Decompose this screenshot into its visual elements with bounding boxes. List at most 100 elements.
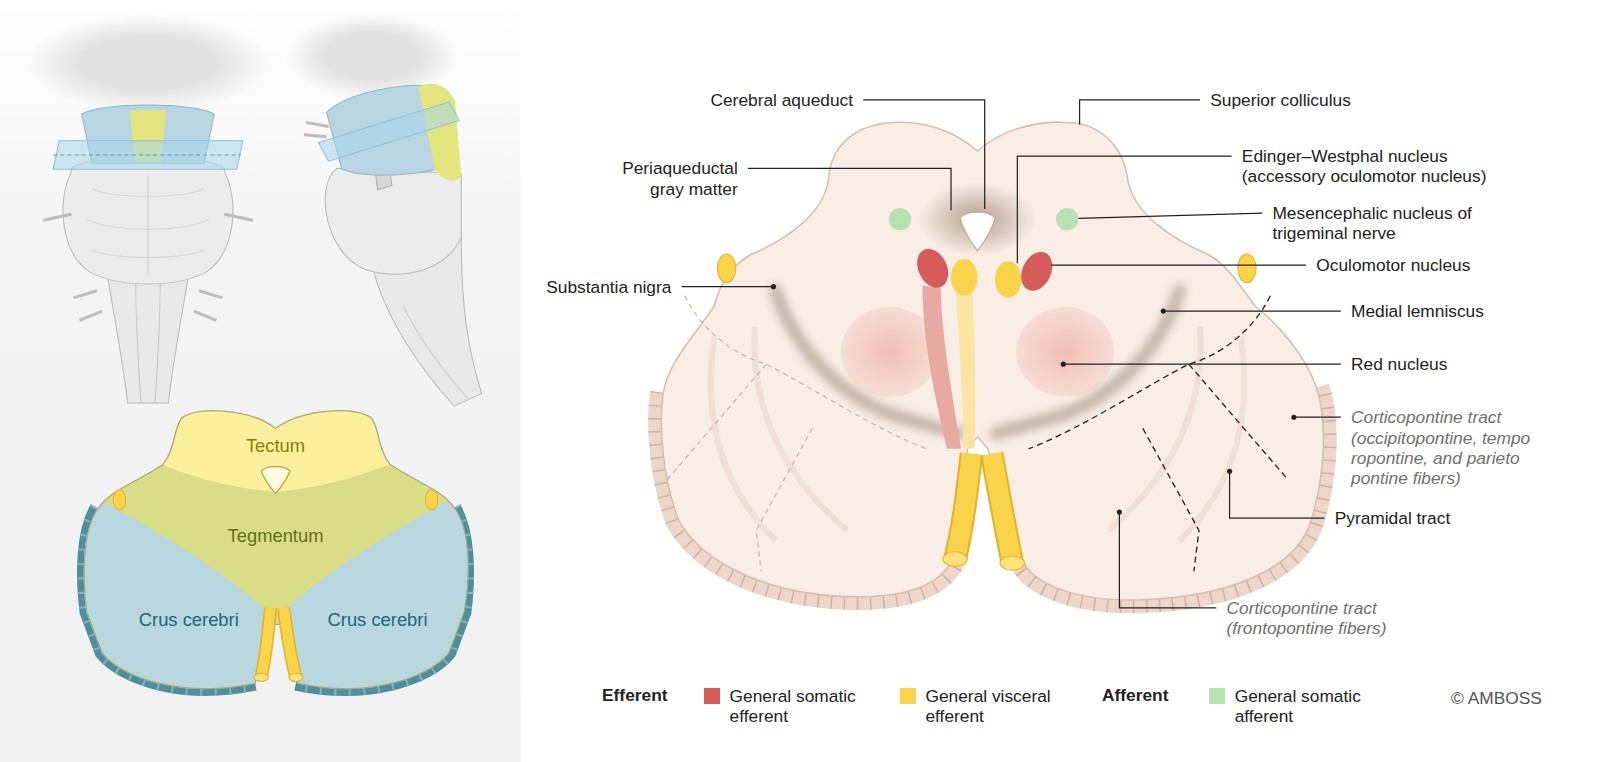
oculomotor-nerve — [943, 552, 967, 566]
brainstem-lateral-view — [318, 102, 459, 161]
oculomotor-nerve — [289, 673, 303, 681]
callout-label: Pyramidal tract — [1335, 508, 1451, 528]
brainstem-anterior-view — [26, 14, 271, 112]
legend-text: General visceral efferent — [925, 686, 1068, 727]
legend-text: General somatic afferent — [1235, 686, 1378, 727]
panel-ground — [0, 0, 520, 762]
edinger-westphal-nucleus — [995, 261, 1022, 298]
label-box: Substantia nigra — [546, 277, 671, 297]
callout-label: Substantia nigra — [546, 277, 671, 297]
red-nucleus — [1016, 307, 1114, 397]
leader-line — [1119, 512, 1216, 608]
substantia-nigra — [996, 291, 1180, 434]
callout-label: Superior colliculus — [1210, 90, 1351, 110]
midbrain-outline — [661, 122, 1323, 600]
label-box: Corticopontine tract (frontopontine fibe… — [1227, 598, 1411, 639]
leader-line — [748, 168, 951, 210]
callout-label: Oculomotor nucleus — [1316, 255, 1470, 275]
callout-label: Mesencephalic nucleus of trigeminal nerv… — [1272, 203, 1507, 244]
legend-swatch — [704, 688, 720, 704]
brainstem-anterior-view — [87, 189, 209, 258]
label-box: Oculomotor nucleus — [1316, 255, 1470, 275]
cerebral-aqueduct — [261, 467, 290, 494]
brainstem-anterior-view — [63, 158, 233, 284]
section-outline — [84, 411, 468, 689]
oculomotor-nerve — [284, 608, 296, 677]
leader-dot — [771, 284, 776, 289]
brainstem-anterior-view — [147, 175, 148, 275]
oculomotor-nerve — [261, 608, 270, 677]
oculomotor-nerve — [1000, 556, 1024, 570]
leader-dot — [1117, 510, 1122, 515]
label-box: Cerebral aqueduct — [710, 90, 853, 110]
leader-dot — [1227, 469, 1232, 474]
callout-label: Edinger–Westphal nucleus (accessory ocul… — [1242, 146, 1507, 187]
leader-line — [863, 100, 984, 209]
callout-label: Red nucleus — [1351, 354, 1447, 374]
leader-line — [1017, 156, 1231, 263]
leader-dot — [1291, 415, 1296, 420]
cerebral-aqueduct — [960, 212, 995, 251]
label-box: Afferent — [1102, 685, 1168, 705]
oculomotor-nucleus — [911, 244, 954, 293]
label-box: Corticopontine tract (occipitopontine, t… — [1351, 407, 1560, 489]
legend-item: General visceral efferent — [900, 686, 1068, 727]
legend-heading: Afferent — [1102, 685, 1168, 705]
nerve-stub — [717, 254, 735, 283]
region-fill — [61, 398, 490, 714]
crus-division — [667, 364, 766, 479]
brainstem-anterior-view — [136, 281, 160, 403]
leader-line — [1051, 265, 1306, 266]
brainstem-lateral-view — [325, 168, 461, 274]
region-fill — [61, 480, 267, 715]
oculomotor-nerve — [254, 673, 268, 681]
oculomotor-nerve — [992, 454, 1012, 563]
mesencephalic-nucleus — [889, 208, 911, 230]
oculomotor-nerve — [254, 608, 303, 681]
oculomotor-nerve — [943, 454, 1025, 570]
label-box: Mesencephalic nucleus of trigeminal nerv… — [1272, 203, 1507, 244]
label-box: Periaqueductal gray matter — [600, 158, 738, 199]
legend-item: General somatic afferent — [1209, 686, 1377, 727]
nerve-stub — [1238, 254, 1256, 283]
fiber-texture — [711, 326, 1244, 540]
leader-line — [1080, 100, 1200, 124]
region-label: Crus cerebri — [328, 609, 428, 631]
oculomotor-nerve — [955, 454, 971, 559]
oculomotor-nerve — [992, 454, 1012, 563]
region-label: Tegmentum — [228, 524, 324, 546]
legend-swatch — [900, 688, 916, 704]
periaqueductal-gray — [918, 183, 1036, 256]
leader-line — [1230, 471, 1325, 518]
brainstem-lateral-view — [403, 306, 467, 398]
label-box: Red nucleus — [1351, 354, 1447, 374]
brainstem-lateral-view — [304, 122, 328, 136]
leader-line — [1294, 417, 1341, 418]
leader-dot — [1161, 309, 1166, 314]
oculomotor-nucleus — [1015, 247, 1058, 296]
label-box: Pyramidal tract — [1335, 508, 1451, 528]
leader-dot — [771, 284, 1297, 515]
brainstem-anterior-view — [53, 155, 241, 156]
visceral-fibers — [956, 291, 975, 449]
nerve-stub — [113, 490, 125, 510]
leader-line — [1063, 364, 1341, 365]
brainstem-anterior-view — [53, 141, 243, 170]
brainstem-anterior-view — [73, 291, 222, 321]
leader-line — [1163, 311, 1341, 312]
brainstem-lateral-view — [286, 13, 482, 406]
callout-label: Corticopontine tract (frontopontine fibe… — [1227, 598, 1411, 639]
edinger-westphal-nucleus — [951, 259, 978, 296]
crus-division — [1143, 428, 1199, 571]
brainstem-anterior-view — [107, 273, 189, 403]
label-box: Superior colliculus — [1210, 90, 1351, 110]
label-box: Medial lemniscus — [1351, 301, 1484, 321]
crus-division — [756, 428, 812, 571]
callout-label: Periaqueductal gray matter — [600, 158, 738, 199]
legend-swatch — [1209, 688, 1225, 704]
label-box: © AMBOSS — [1451, 688, 1542, 708]
label-box: Efferent — [602, 685, 667, 705]
leader-line — [1079, 213, 1263, 218]
